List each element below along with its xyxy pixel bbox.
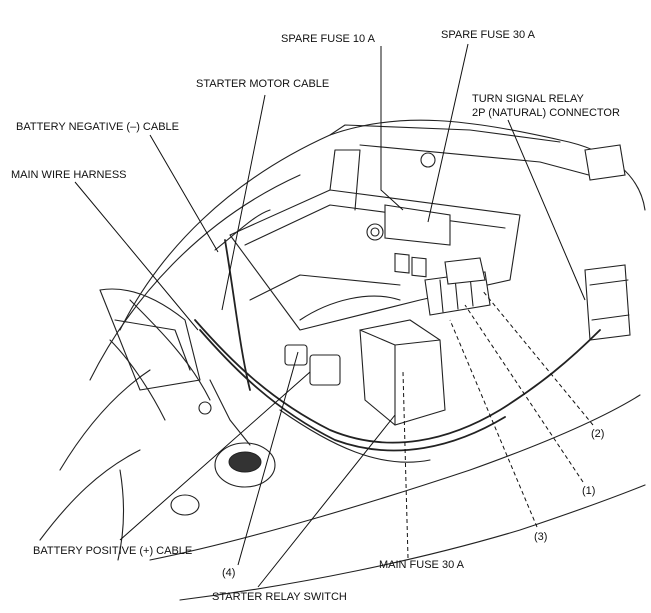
leader-battery-negative-cable	[149, 134, 219, 253]
leader-main-fuse-30a	[402, 371, 409, 559]
motorcycle-frame-drawing	[39, 119, 646, 601]
leader-battery-positive-cable	[119, 371, 311, 541]
label-starter-relay-switch: STARTER RELAY SWITCH	[212, 591, 347, 603]
label-turn-signal-relay-line2: 2P (NATURAL) CONNECTOR	[472, 107, 620, 119]
label-callout-4: (4)	[222, 567, 235, 579]
label-callout-3: (3)	[534, 531, 547, 543]
relay-connectors	[424, 257, 491, 316]
leader-turn-signal-relay	[507, 119, 586, 301]
fuse-box	[366, 152, 451, 278]
leader-main-wire-harness	[74, 181, 199, 331]
label-spare-fuse-10a: SPARE FUSE 10 A	[281, 33, 376, 45]
label-callout-1: (1)	[582, 485, 595, 497]
leader-callout-2	[481, 289, 594, 426]
label-battery-negative-cable: BATTERY NEGATIVE (–) CABLE	[16, 121, 179, 133]
label-turn-signal-relay-line1: TURN SIGNAL RELAY	[472, 93, 585, 105]
labels: SPARE FUSE 10 A SPARE FUSE 30 A STARTER …	[11, 29, 620, 603]
label-callout-2: (2)	[591, 428, 604, 440]
label-battery-positive-cable: BATTERY POSITIVE (+) CABLE	[33, 545, 192, 557]
label-main-wire-harness: MAIN WIRE HARNESS	[11, 169, 127, 181]
leader-starter-motor-cable	[221, 94, 266, 311]
label-main-fuse-30a: MAIN FUSE 30 A	[379, 559, 465, 571]
label-spare-fuse-30a: SPARE FUSE 30 A	[441, 29, 536, 41]
turn-signal-relay-connector	[584, 144, 631, 341]
label-starter-motor-cable: STARTER MOTOR CABLE	[196, 78, 329, 90]
leader-lines	[74, 43, 594, 588]
leader-callout-4	[237, 351, 299, 566]
leader-callout-1	[464, 304, 584, 483]
wire-harness	[109, 209, 601, 463]
leader-callout-3	[449, 319, 538, 528]
battery-terminals	[170, 379, 276, 516]
leader-starter-relay-switch	[257, 414, 396, 588]
starter-relay-switch	[284, 319, 446, 426]
leader-spare-fuse-30a	[427, 43, 469, 223]
leader-spare-fuse-10a	[380, 46, 404, 211]
